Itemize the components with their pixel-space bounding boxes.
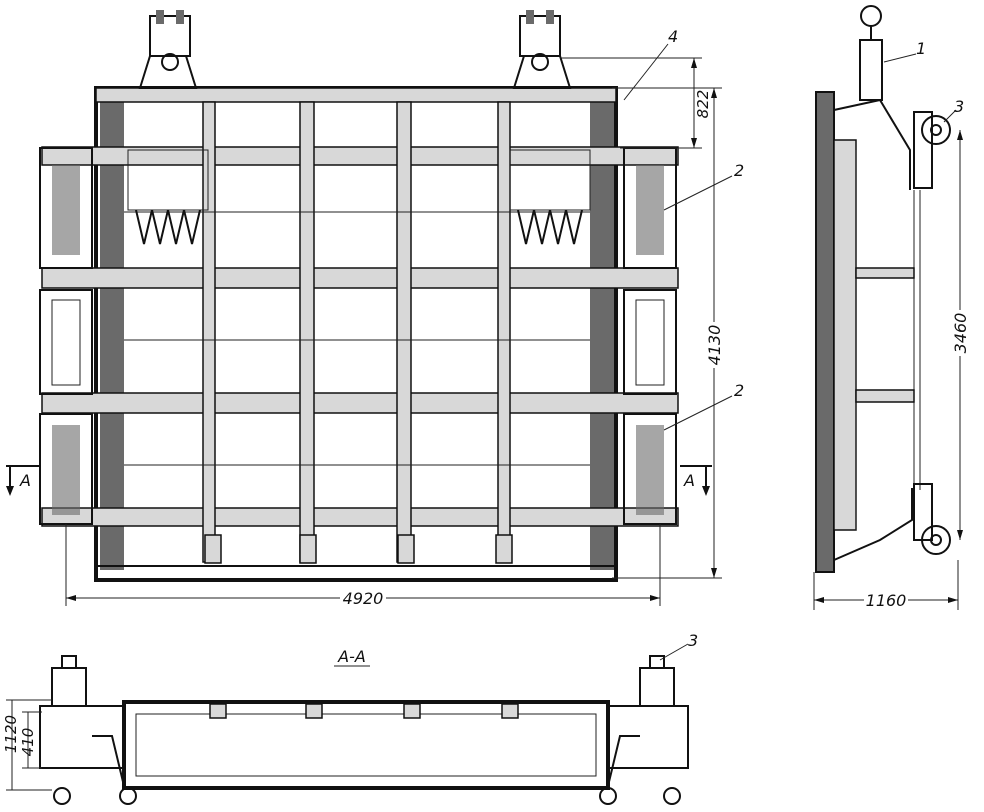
left-post bbox=[100, 100, 124, 570]
right-side-unit-mid bbox=[623, 289, 677, 395]
side-wall-hatched bbox=[816, 92, 834, 572]
beam-4 bbox=[41, 507, 679, 527]
section-roller-right bbox=[639, 667, 675, 707]
section-marker-right: A bbox=[683, 471, 695, 490]
beam-3 bbox=[41, 392, 679, 414]
section-view: A-A 3 1120 410 bbox=[2, 631, 698, 805]
callout-4: 4 bbox=[668, 27, 678, 46]
dim-3460-label: 3460 bbox=[951, 313, 970, 354]
dim-410-label: 410 bbox=[19, 728, 37, 757]
lifting-lug-left bbox=[138, 10, 198, 89]
beam-2 bbox=[41, 267, 679, 289]
left-side-unit-mid bbox=[39, 289, 93, 395]
side-lifting-hook bbox=[859, 39, 883, 101]
section-roller-left bbox=[51, 667, 87, 707]
callout-1: 1 bbox=[916, 39, 926, 58]
callout-2-upper: 2 bbox=[734, 161, 744, 180]
callout-3-section: 3 bbox=[688, 631, 698, 650]
section-marker-left: A bbox=[19, 471, 31, 490]
section-body bbox=[122, 700, 610, 790]
dim-4920-label: 4920 bbox=[343, 589, 384, 608]
callout-3-side: 3 bbox=[954, 97, 964, 116]
vertical-member-2 bbox=[299, 101, 315, 563]
dim-822-label: 822 bbox=[694, 90, 712, 119]
side-roller-top bbox=[921, 115, 951, 145]
top-beam bbox=[95, 87, 617, 103]
right-side-unit-bottom bbox=[623, 413, 677, 525]
front-view: 4920 4130 822 4 2 2 A A bbox=[6, 10, 744, 608]
right-post bbox=[590, 100, 614, 570]
vertical-member-1 bbox=[202, 101, 216, 563]
dim-1160-label: 1160 bbox=[866, 591, 907, 610]
section-title: A-A bbox=[337, 647, 366, 666]
lifting-lug-right bbox=[512, 10, 572, 89]
right-hanger-rollers bbox=[509, 149, 591, 245]
dim-4130-label: 4130 bbox=[705, 325, 724, 366]
callout-2-lower: 2 bbox=[734, 381, 744, 400]
beam-1 bbox=[41, 146, 679, 166]
left-side-unit-top bbox=[39, 147, 93, 269]
dim-1120-label: 1120 bbox=[2, 715, 20, 753]
vertical-member-4 bbox=[497, 101, 511, 563]
vertical-member-3 bbox=[396, 101, 412, 563]
side-view: 1 3 3460 1160 bbox=[813, 5, 970, 610]
left-hanger-rollers bbox=[127, 149, 209, 245]
